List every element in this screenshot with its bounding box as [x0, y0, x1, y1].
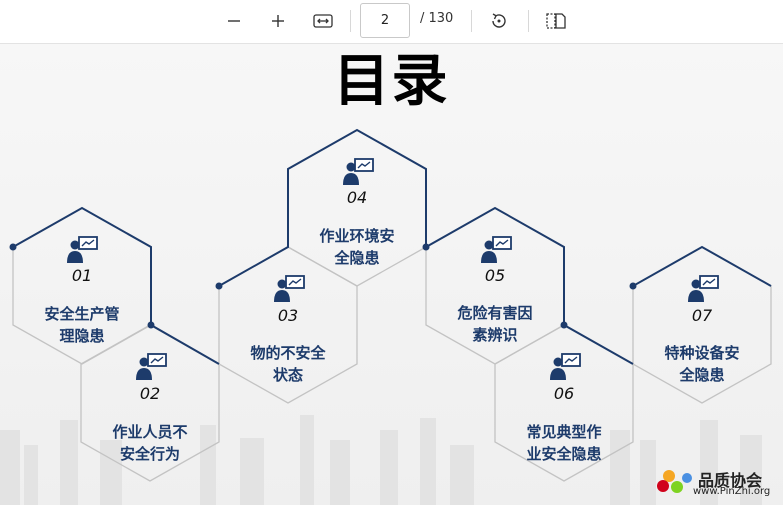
item-label-line: 特种设备安	[664, 344, 740, 362]
item-label: 作业环境安 全隐患	[297, 225, 417, 269]
page-total: / 130	[420, 11, 454, 26]
rotate-icon	[492, 13, 506, 28]
logo-icon	[657, 470, 692, 493]
presenter-icon	[136, 353, 167, 380]
item-label-line: 作业环境安	[319, 227, 395, 245]
item-number: 07	[691, 306, 713, 325]
fit-width-button[interactable]	[309, 8, 337, 34]
presenter-icon	[274, 275, 305, 302]
item-number: 02	[139, 384, 161, 403]
item-label-line: 全隐患	[679, 366, 725, 384]
minus-icon	[228, 20, 240, 22]
fit-width-icon	[313, 14, 333, 28]
presenter-icon	[343, 158, 374, 185]
page-spread-icon	[546, 13, 566, 29]
toolbar-divider	[350, 10, 351, 32]
item-label-line: 素辨识	[472, 326, 518, 344]
zoom-out-button[interactable]	[220, 8, 248, 34]
accent-dots	[9, 243, 637, 329]
toolbar-divider	[471, 10, 472, 32]
item-number: 01	[71, 266, 93, 285]
page-spread-button[interactable]	[542, 8, 570, 34]
item-label-line: 作业人员不	[112, 423, 188, 441]
item-label-line: 业安全隐患	[526, 445, 602, 463]
item-label-line: 危险有害因	[457, 304, 533, 322]
plus-icon	[272, 15, 284, 27]
item-number: 03	[277, 306, 299, 325]
skyline-background	[0, 415, 762, 505]
item-label: 物的不安全 状态	[228, 342, 348, 386]
item-number: 04	[346, 188, 368, 207]
item-label-line: 安全生产管	[44, 305, 120, 323]
logo-name: 品质协会	[698, 471, 763, 490]
item-label-line: 理隐患	[59, 327, 105, 345]
presenter-icon	[481, 236, 512, 263]
item-label-line: 常见典型作	[526, 423, 602, 441]
page-number-input[interactable]: 2	[360, 3, 410, 38]
item-number: 06	[553, 384, 575, 403]
item-label: 特种设备安 全隐患	[642, 342, 762, 386]
item-label: 常见典型作 业安全隐患	[504, 421, 624, 465]
item-number: 05	[484, 266, 506, 285]
item-label-line: 物的不安全	[250, 344, 326, 362]
item-label: 危险有害因 素辨识	[435, 302, 555, 346]
presenter-icon	[688, 275, 719, 302]
toolbar-divider	[528, 10, 529, 32]
presenter-icon	[550, 353, 581, 380]
presenter-icon	[67, 236, 98, 263]
item-label: 安全生产管 理隐患	[22, 303, 142, 347]
accent-edges	[12, 128, 772, 365]
pdf-toolbar: 2 / 130	[0, 0, 783, 44]
item-label-line: 状态	[272, 366, 303, 384]
logo-url: www.PinZhi.org	[693, 486, 771, 497]
item-label-line: 安全行为	[119, 445, 180, 463]
page-title: 目录	[333, 49, 450, 114]
item-label-line: 全隐患	[334, 249, 380, 267]
item-label: 作业人员不 安全行为	[90, 421, 210, 465]
zoom-in-button[interactable]	[264, 8, 292, 34]
rotate-button[interactable]	[485, 8, 513, 34]
